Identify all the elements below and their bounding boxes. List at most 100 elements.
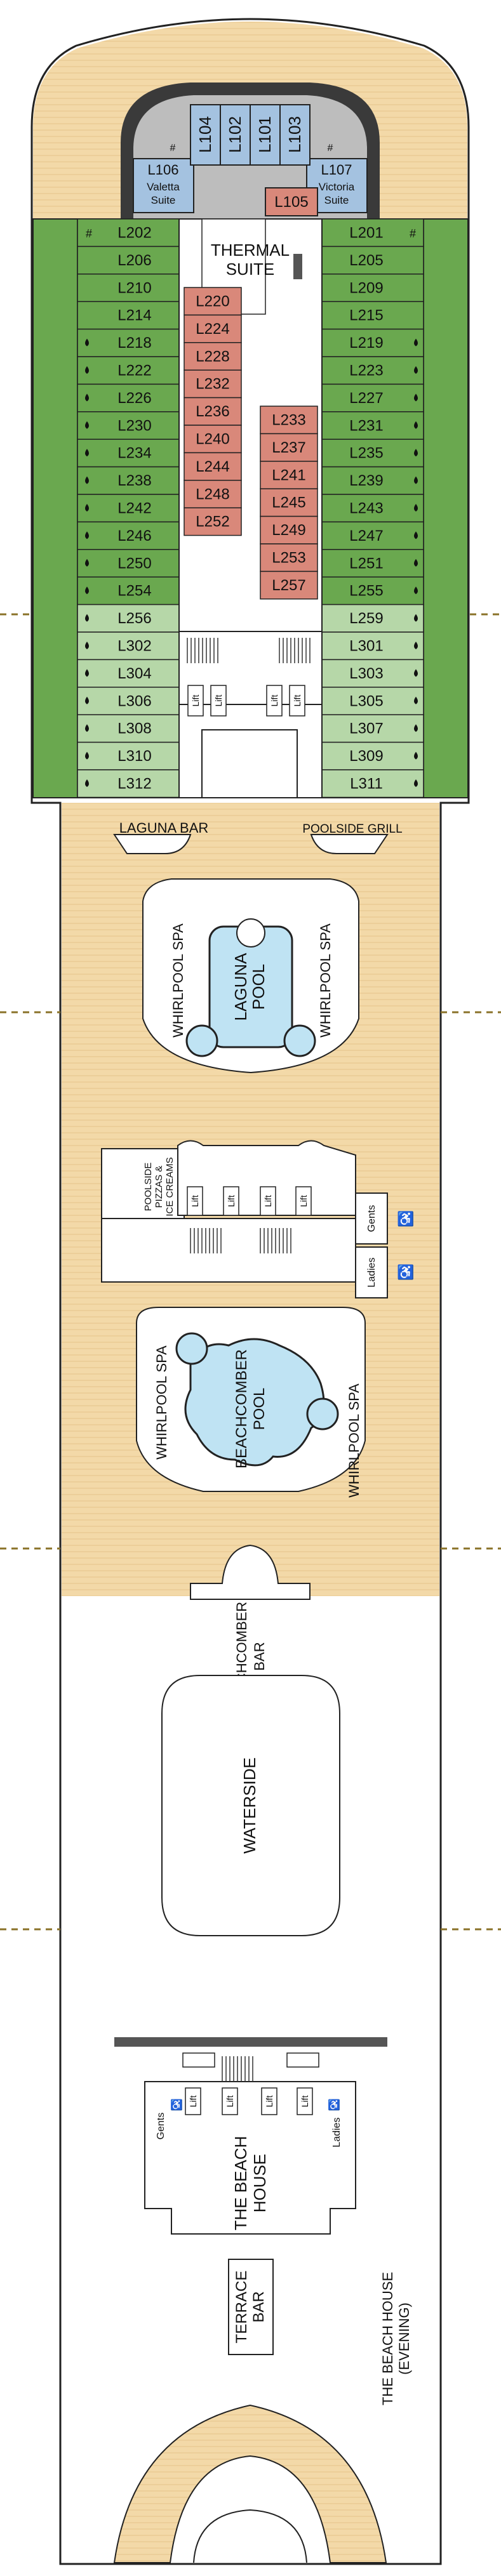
cabin-l228[interactable] bbox=[184, 342, 242, 371]
whirlpool-spa-label: WHIRLPOOL SPA bbox=[317, 923, 333, 1038]
lift[interactable] bbox=[295, 1186, 312, 1216]
cabin-l239[interactable] bbox=[321, 466, 424, 495]
lift-label: Lift bbox=[213, 695, 224, 707]
cabin-l227[interactable] bbox=[321, 383, 424, 413]
laguna-bar-label[interactable]: LAGUNA BAR bbox=[119, 820, 209, 836]
lift[interactable] bbox=[223, 1186, 239, 1216]
cabin-l303[interactable] bbox=[321, 659, 424, 688]
cabin-l245[interactable] bbox=[260, 488, 318, 517]
cabin-l311[interactable] bbox=[321, 769, 424, 798]
cabin-number: L202 bbox=[117, 225, 151, 242]
cabin-l306[interactable] bbox=[77, 687, 180, 715]
cabin-l231[interactable] bbox=[321, 411, 424, 440]
cabin-l215[interactable] bbox=[321, 301, 424, 330]
cabin-l232[interactable] bbox=[184, 369, 242, 399]
cabin-l253[interactable] bbox=[260, 543, 318, 572]
cabin-l304[interactable] bbox=[77, 659, 180, 688]
cabin-l220[interactable] bbox=[184, 287, 242, 316]
cabin-number: L248 bbox=[196, 485, 229, 503]
lift[interactable] bbox=[210, 685, 227, 717]
cabin-l257[interactable] bbox=[260, 571, 318, 600]
cabin-l256[interactable] bbox=[77, 604, 180, 633]
cabin-l259[interactable] bbox=[321, 604, 424, 633]
cabin-l252[interactable] bbox=[184, 507, 242, 536]
cabin-number: L252 bbox=[196, 513, 229, 531]
whirlpool-right[interactable] bbox=[283, 1024, 316, 1057]
cabin-l234[interactable] bbox=[77, 439, 180, 468]
beach-house[interactable] bbox=[144, 2081, 356, 2235]
laguna-pool-label-2: POOL bbox=[249, 964, 268, 1010]
cabin-l202[interactable] bbox=[77, 218, 180, 248]
gents-restroom[interactable]: Gents bbox=[366, 1205, 377, 1232]
beachcomber-bar[interactable] bbox=[190, 1544, 311, 1600]
cabin-l307[interactable] bbox=[321, 714, 424, 743]
cabin-number: L247 bbox=[349, 527, 383, 545]
lift[interactable] bbox=[222, 2087, 238, 2115]
cabin-l246[interactable] bbox=[77, 521, 180, 550]
cabin-l214[interactable] bbox=[77, 301, 180, 330]
beachcomber-bar-label-2: BAR bbox=[251, 1642, 267, 1670]
suite-l107-name: Victoria bbox=[319, 181, 355, 193]
waterside-area[interactable] bbox=[161, 1675, 340, 1936]
cabin-number: L302 bbox=[117, 638, 151, 655]
suite-l102[interactable] bbox=[220, 104, 251, 166]
cabin-l241[interactable] bbox=[260, 461, 318, 489]
cabin-number: L242 bbox=[117, 500, 151, 517]
lift[interactable] bbox=[266, 685, 283, 717]
cabin-number: L224 bbox=[196, 320, 229, 338]
cabin-number: L240 bbox=[196, 431, 229, 448]
lift[interactable] bbox=[261, 2087, 277, 2115]
cabin-l244[interactable] bbox=[184, 452, 242, 481]
lift[interactable] bbox=[260, 1186, 276, 1216]
cabin-l247[interactable] bbox=[321, 521, 424, 550]
poolside-pizzas-label-3[interactable]: ICE CREAMS bbox=[164, 1157, 175, 1216]
beachcomber-pool[interactable] bbox=[184, 1338, 325, 1467]
suite-l103[interactable] bbox=[279, 104, 311, 166]
ladies-restroom[interactable]: Ladies bbox=[331, 2117, 342, 2147]
poolside-pizzas-label-2[interactable]: PIZZAS & bbox=[154, 1166, 164, 1208]
cabin-l236[interactable] bbox=[184, 397, 242, 426]
cabin-l105[interactable] bbox=[265, 187, 318, 216]
ladies-restroom[interactable]: Ladies bbox=[366, 1257, 377, 1287]
droplet-icon bbox=[85, 642, 89, 649]
hash-icon: # bbox=[328, 143, 333, 154]
cabin-l206[interactable] bbox=[77, 246, 180, 275]
suite-l106[interactable] bbox=[133, 158, 194, 213]
suite-number: L104 bbox=[196, 116, 215, 153]
whirlpool-left[interactable] bbox=[185, 1024, 218, 1057]
cabin-l254[interactable] bbox=[77, 576, 180, 605]
lift[interactable] bbox=[289, 685, 305, 717]
cabin-l240[interactable] bbox=[184, 425, 242, 454]
cabin-number: L259 bbox=[349, 610, 383, 627]
cabin-l209[interactable] bbox=[321, 274, 424, 302]
suite-l101[interactable] bbox=[250, 104, 281, 166]
hash-icon: # bbox=[170, 143, 176, 154]
cabin-l218[interactable] bbox=[77, 328, 180, 357]
cabin-number: L246 bbox=[117, 527, 151, 545]
cabin-number: L226 bbox=[117, 390, 151, 407]
cabin-l312[interactable] bbox=[77, 769, 180, 798]
cabin-l308[interactable] bbox=[77, 714, 180, 743]
cabin-l243[interactable] bbox=[321, 494, 424, 523]
wheelchair-icon: ♿ bbox=[170, 2099, 183, 2111]
whirlpool-right[interactable] bbox=[306, 1397, 339, 1430]
cabin-l230[interactable] bbox=[77, 411, 180, 440]
poolside-pizzas-label-1[interactable]: POOLSIDE bbox=[143, 1163, 154, 1212]
gents-restroom[interactable]: Gents bbox=[156, 2113, 166, 2140]
cabin-number: L220 bbox=[196, 293, 229, 310]
lift[interactable] bbox=[185, 2087, 201, 2115]
lift[interactable] bbox=[187, 685, 204, 717]
lift[interactable] bbox=[297, 2087, 313, 2115]
lift[interactable] bbox=[187, 1186, 203, 1216]
whirlpool-left[interactable] bbox=[175, 1332, 208, 1365]
cabin-l255[interactable] bbox=[321, 576, 424, 605]
cabin-l235[interactable] bbox=[321, 439, 424, 468]
cabin-number: L219 bbox=[349, 334, 383, 352]
poolside-grill-label[interactable]: POOLSIDE GRILL bbox=[302, 822, 402, 836]
droplet-icon bbox=[414, 696, 418, 704]
lift-label: Lift bbox=[300, 2096, 310, 2108]
terrace-bar[interactable] bbox=[228, 2259, 274, 2355]
cabin-l210[interactable] bbox=[77, 274, 180, 302]
